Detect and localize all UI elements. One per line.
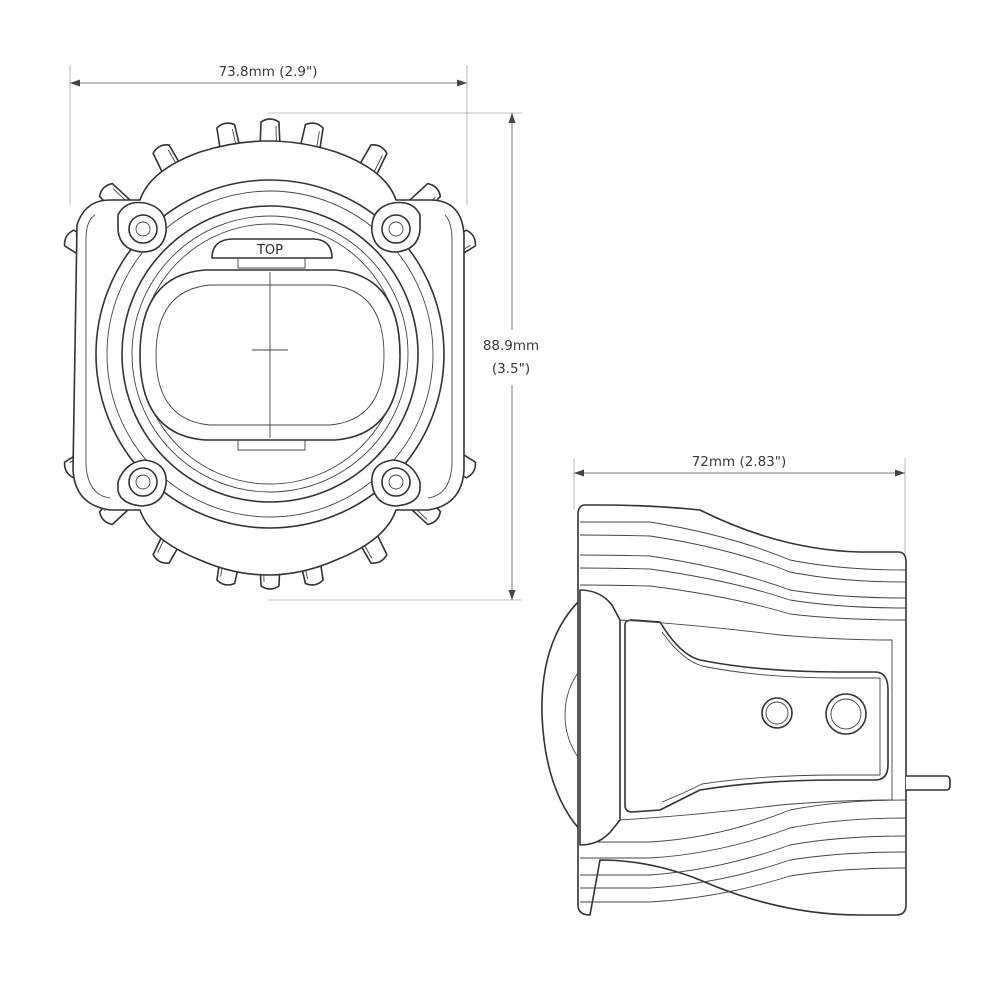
front-housing-inner-left xyxy=(85,214,111,499)
mounting-ear-bottom-left xyxy=(117,459,167,507)
side-lens-dome xyxy=(541,599,581,831)
front-height-mm-label: 88.9mm xyxy=(483,338,539,354)
front-height-in-label: (3.5") xyxy=(492,361,530,377)
front-view: TOP xyxy=(63,118,477,590)
side-bottom-fins xyxy=(579,799,907,903)
side-bracket-inner xyxy=(661,631,881,803)
bracket-hole-large xyxy=(825,693,867,735)
side-body-seam-top xyxy=(619,619,893,821)
side-depth-dimension: 72mm (2.83") xyxy=(573,454,906,560)
bracket-hole-small xyxy=(761,697,793,729)
side-bezel xyxy=(579,589,621,846)
mounting-ear-top-right xyxy=(371,201,421,253)
side-depth-label: 72mm (2.83") xyxy=(692,454,787,470)
front-width-dimension: 73.8mm (2.9") xyxy=(69,64,468,205)
side-top-fins xyxy=(579,521,907,621)
bezel-ring-2 xyxy=(106,190,434,518)
lens-inner xyxy=(155,284,385,426)
bezel-ring-3 xyxy=(121,205,419,503)
lens-bottom-notch xyxy=(237,440,306,451)
front-width-label: 73.8mm (2.9") xyxy=(219,64,318,80)
mounting-ear-top-left xyxy=(117,201,167,253)
side-cable xyxy=(905,775,951,791)
top-orientation-tab: TOP xyxy=(211,238,333,269)
side-bracket-plate xyxy=(624,619,889,813)
side-view xyxy=(541,504,951,916)
front-height-dimension: 88.9mm (3.5") xyxy=(268,112,539,601)
bezel-ring-4 xyxy=(131,215,409,493)
front-housing-inner-right xyxy=(427,214,453,499)
mounting-ear-bottom-right xyxy=(371,459,421,507)
side-lens-inner xyxy=(564,669,581,761)
top-label: TOP xyxy=(256,243,283,258)
